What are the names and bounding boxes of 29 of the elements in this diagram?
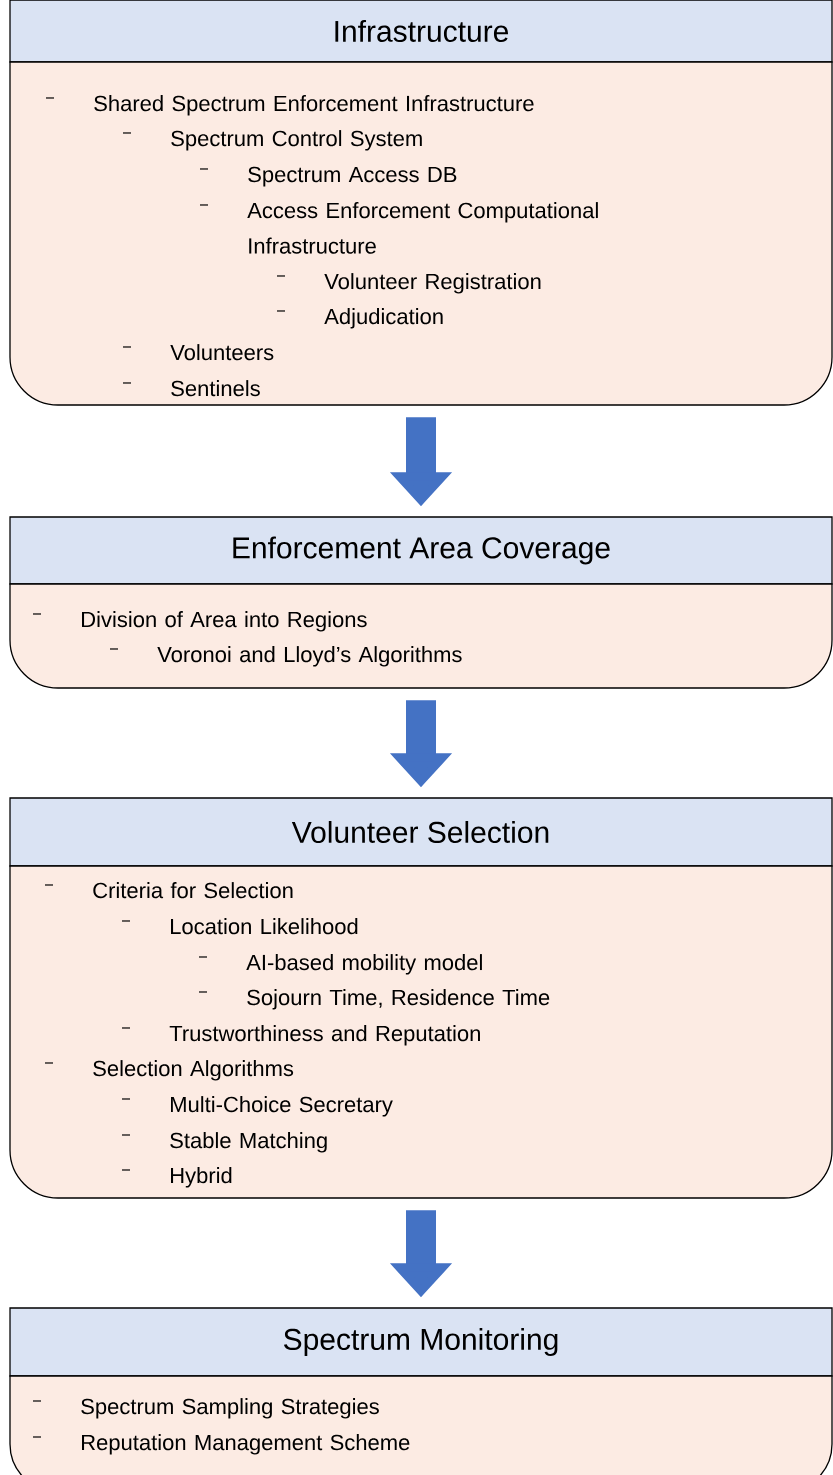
list-item: AI-based mobility model xyxy=(246,954,482,975)
list-item: Spectrum Access DB xyxy=(248,166,457,187)
list-panel xyxy=(9,583,833,689)
list-item: Multi-Choice Secretary xyxy=(171,1096,393,1117)
list-item: Trustworthiness and Reputation xyxy=(169,1025,480,1046)
list-item: Access Enforcement Computational Infrastructure xyxy=(247,202,598,254)
list-item: Volunteers xyxy=(170,344,274,361)
list-item: Spectrum Sampling Strategies xyxy=(81,1398,379,1419)
list-panel xyxy=(9,1375,833,1475)
header-box: Volunteer Selection xyxy=(9,797,833,867)
list-panel xyxy=(9,61,833,406)
list-item: Reputation Management Scheme xyxy=(82,1434,410,1455)
list-item: Adjudication xyxy=(324,308,443,329)
list-item: Shared Spectrum Enforcement Infrastructure xyxy=(94,95,534,116)
list-item: Voronoi and Lloyd’s Algorithms xyxy=(157,646,462,667)
list-item: Stable Matching xyxy=(170,1132,327,1153)
list-item: Spectrum Control System xyxy=(171,130,422,151)
list-item: Hybrid xyxy=(171,1167,232,1188)
list-item: Volunteer Registration xyxy=(324,273,541,294)
list-item: Criteria for Selection xyxy=(93,882,293,899)
list-item: Sentinels xyxy=(171,380,260,397)
header-box: Enforcement Area Coverage xyxy=(9,516,833,585)
header-box: Spectrum Monitoring xyxy=(9,1307,833,1377)
list-item: Sojourn Time, Residence Time xyxy=(247,989,550,1010)
header-box: Infrastructure xyxy=(9,0,833,63)
list-panel xyxy=(9,865,833,1199)
list-item: Selection Algorithms xyxy=(93,1060,294,1081)
list-item: Division of Area into Regions xyxy=(82,611,367,632)
list-item: Location Likelihood xyxy=(171,918,358,935)
